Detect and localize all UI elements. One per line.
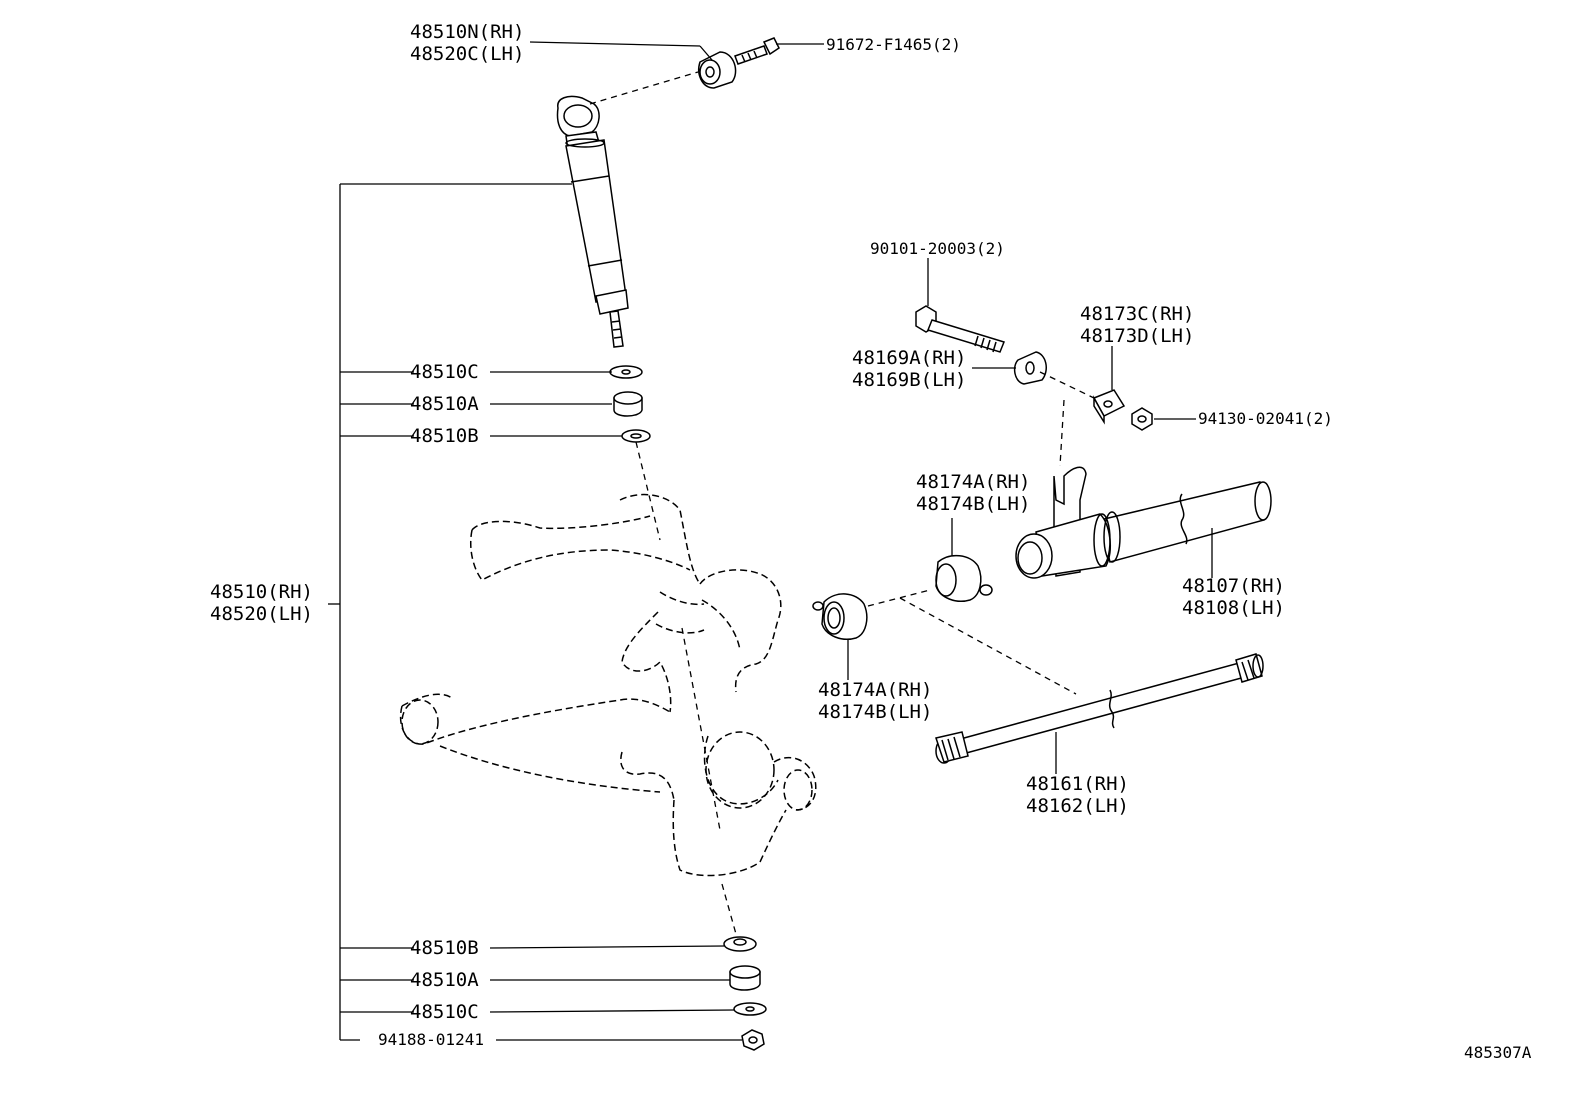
clamp-48173[interactable] xyxy=(1092,389,1126,425)
bushing-48174-lower[interactable] xyxy=(812,593,868,640)
top-retainer-b[interactable] xyxy=(621,429,651,443)
top-retainer-c[interactable] xyxy=(609,365,643,379)
bushing-48174-upper[interactable] xyxy=(935,554,993,602)
label-bushing-lower-rh: 48174A(RH) xyxy=(818,679,932,701)
label-shock-rh: 48510(RH) xyxy=(210,581,313,603)
bottom-retainer-c[interactable] xyxy=(733,1002,767,1016)
label-bushing-lower-lh: 48174B(LH) xyxy=(818,701,932,723)
label-upper-bushing-lh: 48520C(LH) xyxy=(410,43,524,65)
upper-bolt[interactable] xyxy=(734,37,780,65)
bottom-cushion-a[interactable] xyxy=(729,965,761,991)
bottom-nut[interactable] xyxy=(741,1029,765,1051)
label-torsion-bar-lh: 48162(LH) xyxy=(1026,795,1129,817)
label-bushing-upper-rh: 48174A(RH) xyxy=(916,471,1030,493)
label-sleeve-lh: 48108(LH) xyxy=(1182,597,1285,619)
label-sleeve-rh: 48107(RH) xyxy=(1182,575,1285,597)
nut-94130[interactable] xyxy=(1131,407,1153,431)
bottom-retainer-b[interactable] xyxy=(723,936,757,952)
label-bottom-nut: 94188-01241 xyxy=(378,1030,484,1049)
label-top-cushion-a: 48510A xyxy=(410,393,479,415)
label-bracket-lh: 48169B(LH) xyxy=(852,369,966,391)
bracket-48169[interactable] xyxy=(1013,351,1048,385)
upper-bushing[interactable] xyxy=(698,51,737,89)
label-clamp-lh: 48173D(LH) xyxy=(1080,325,1194,347)
label-bracket-rh: 48169A(RH) xyxy=(852,347,966,369)
knuckle-ghost-outline xyxy=(399,493,817,877)
label-bottom-retainer-b: 48510B xyxy=(410,937,479,959)
label-bolt-90101: 90101-20003(2) xyxy=(870,239,1005,258)
label-shock-lh: 48520(LH) xyxy=(210,603,313,625)
label-bushing-upper-lh: 48174B(LH) xyxy=(916,493,1030,515)
label-upper-bolt: 91672-F1465(2) xyxy=(826,35,961,54)
label-bottom-cushion-a: 48510A xyxy=(410,969,479,991)
label-nut-94130: 94130-02041(2) xyxy=(1198,409,1333,428)
label-upper-bushing-rh: 48510N(RH) xyxy=(410,21,524,43)
label-top-retainer-c: 48510C xyxy=(410,361,479,383)
torsion-bar-48161[interactable] xyxy=(935,653,1264,764)
diagram-code: 485307A xyxy=(1464,1043,1532,1062)
bolt-90101[interactable] xyxy=(915,305,1005,353)
torsion-sleeve-48107[interactable] xyxy=(1015,466,1272,579)
shock-absorber[interactable] xyxy=(556,95,629,348)
top-cushion-a[interactable] xyxy=(613,391,643,417)
assembly-bracket-lines xyxy=(328,41,1213,1041)
label-torsion-bar-rh: 48161(RH) xyxy=(1026,773,1129,795)
label-clamp-rh: 48173C(RH) xyxy=(1080,303,1194,325)
label-bottom-retainer-c: 48510C xyxy=(410,1001,479,1023)
label-top-retainer-b: 48510B xyxy=(410,425,479,447)
